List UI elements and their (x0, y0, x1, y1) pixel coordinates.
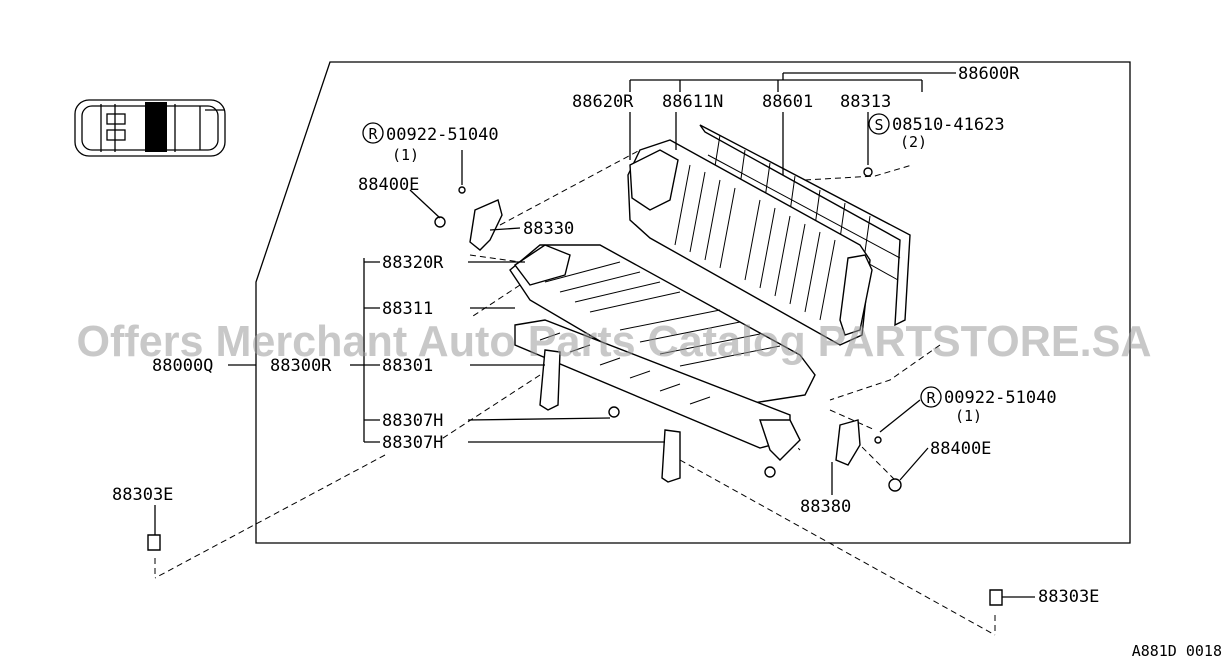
label-88301[interactable]: 88301 (382, 356, 433, 376)
label-88330[interactable]: 88330 (523, 219, 574, 239)
label-88307H-b[interactable]: 88307H (382, 433, 443, 453)
mounting-hardware (147, 167, 1003, 606)
label-88307H-a[interactable]: 88307H (382, 411, 443, 431)
label-88300R[interactable]: 88300R (270, 356, 332, 376)
label-88303E-right[interactable]: 88303E (1038, 587, 1099, 607)
symbol-r-right: R (920, 386, 942, 408)
symbol-r-top: R (362, 122, 384, 144)
label-00922-51040-right[interactable]: 00922-51040 (944, 388, 1057, 408)
watermark-text: Offers Merchant Auto Parts Catalog PARTS… (77, 317, 1152, 366)
label-88380[interactable]: 88380 (800, 497, 851, 517)
vehicle-location-icon (74, 99, 226, 157)
symbol-r-top-label: R (368, 125, 378, 143)
label-00922-right-qty: (1) (955, 407, 982, 425)
leader-lines (154, 72, 1035, 598)
diagram-code: A881D 0018 (1132, 642, 1222, 660)
label-08510-qty: (2) (900, 133, 927, 151)
label-88313[interactable]: 88313 (840, 92, 891, 112)
label-00922-51040-top[interactable]: 00922-51040 (386, 125, 499, 145)
label-88400E-top[interactable]: 88400E (358, 175, 419, 195)
symbol-s: S (868, 113, 890, 135)
symbol-r-right-label: R (926, 389, 936, 407)
label-88320R[interactable]: 88320R (382, 253, 444, 273)
label-88620R[interactable]: 88620R (572, 92, 634, 112)
label-08510-41623[interactable]: 08510-41623 (892, 115, 1005, 135)
symbol-s-label: S (874, 116, 883, 134)
label-88311[interactable]: 88311 (382, 299, 433, 319)
label-88400E-right[interactable]: 88400E (930, 439, 991, 459)
seat-frame (514, 319, 801, 483)
label-88611N[interactable]: 88611N (662, 92, 723, 112)
label-88000Q[interactable]: 88000Q (152, 356, 213, 376)
label-88303E-left[interactable]: 88303E (112, 485, 173, 505)
seat-back-cushion (627, 139, 873, 346)
label-00922-top-qty: (1) (392, 146, 419, 164)
dashed-leaders (154, 149, 996, 636)
label-88600R[interactable]: 88600R (958, 64, 1020, 84)
assembly-frame (255, 61, 1131, 544)
label-88601[interactable]: 88601 (762, 92, 813, 112)
